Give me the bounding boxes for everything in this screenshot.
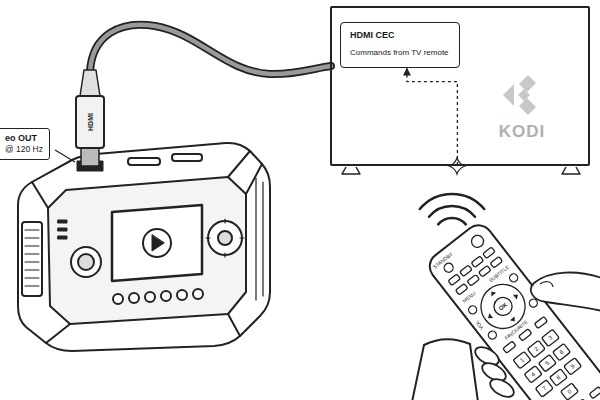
connector-marking: HDMI	[87, 113, 94, 131]
hand	[472, 273, 600, 400]
port-spec: @ 120 Hz	[5, 145, 43, 155]
ir-receiver	[449, 158, 465, 174]
ir-signal	[420, 194, 484, 224]
leader-line	[55, 150, 75, 162]
camera-body	[18, 143, 270, 351]
signal-arrow	[407, 68, 457, 165]
hdmi-plug	[76, 70, 104, 171]
sleeve	[412, 339, 478, 400]
port-label: eo OUT @ 120 Hz	[0, 128, 50, 160]
tv-screen: KODI HDMI CEC Commands from TV remote	[330, 6, 590, 166]
kodi-logo	[503, 75, 536, 115]
hdmi-cable	[90, 25, 331, 74]
tv-remote	[424, 220, 600, 400]
callout-box: HDMI CEC Commands from TV remote	[340, 22, 460, 68]
watermark-logo-text: KODI	[499, 122, 546, 142]
port-name: eo OUT	[5, 133, 43, 143]
callout-title: HDMI CEC	[350, 30, 449, 40]
callout-text: Commands from TV remote	[350, 48, 449, 57]
